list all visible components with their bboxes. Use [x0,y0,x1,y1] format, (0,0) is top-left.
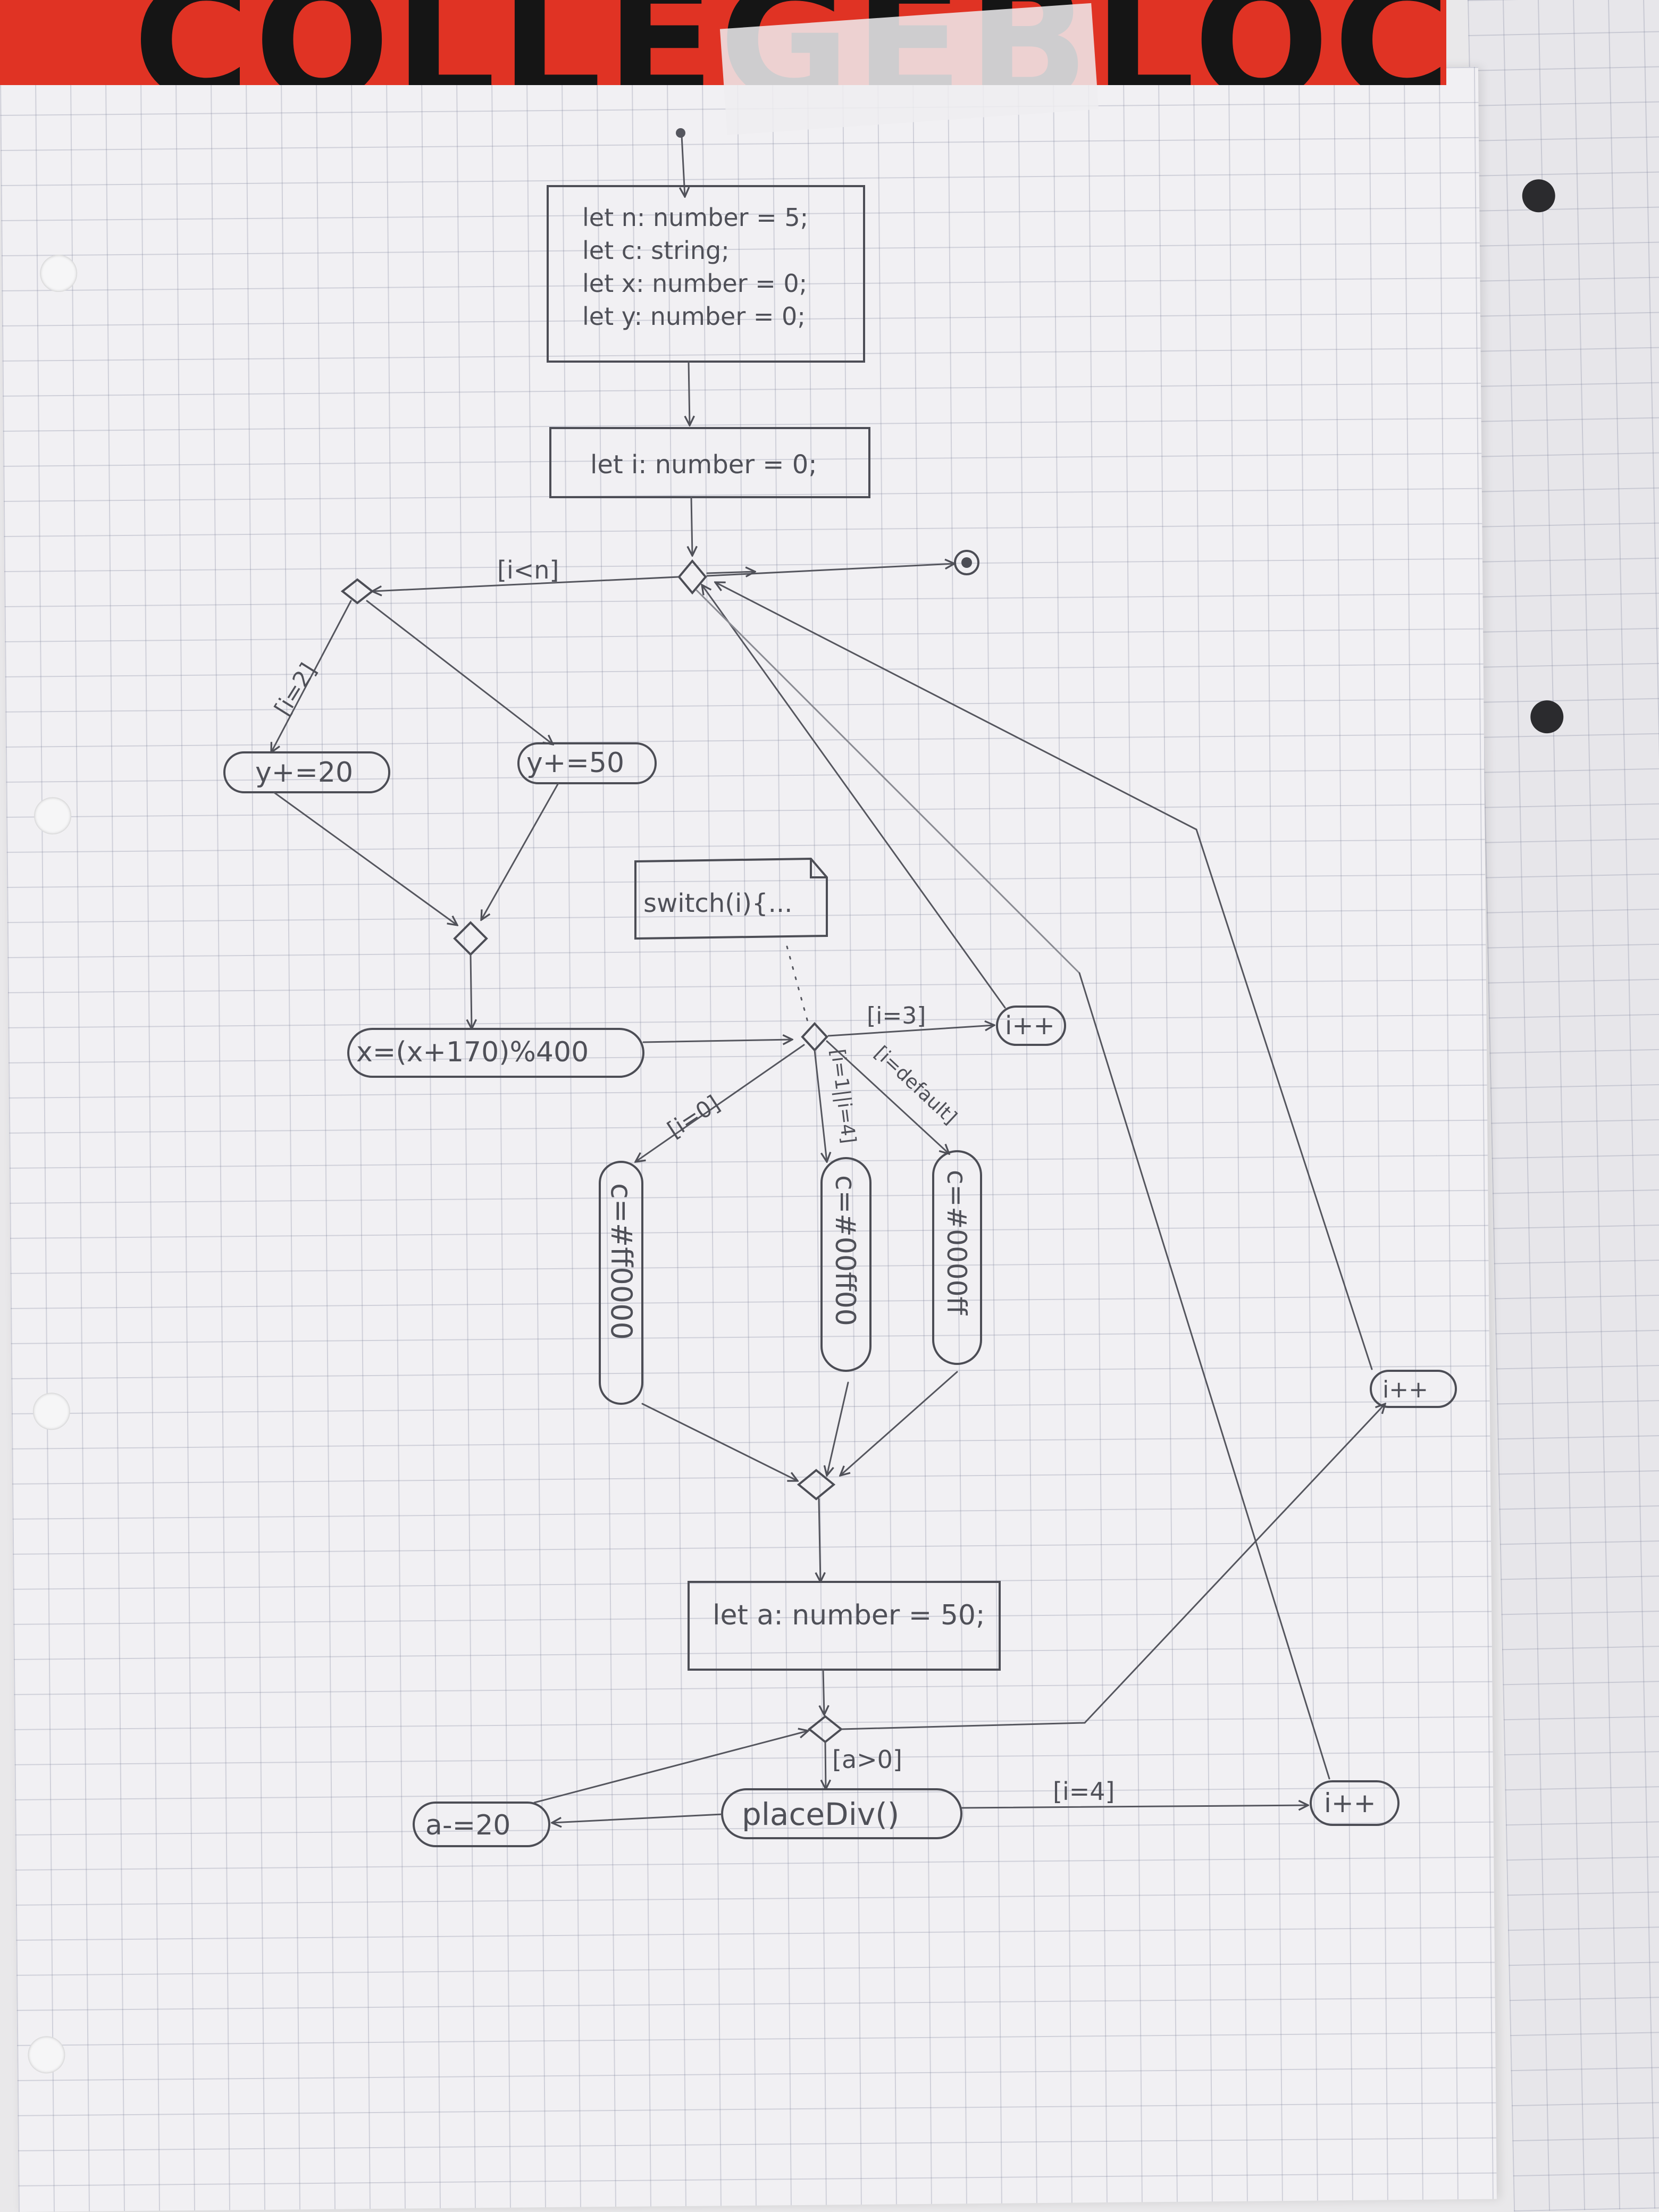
flow-edge [823,1670,824,1715]
flow-edge [819,1499,820,1582]
flow-edge [481,783,558,920]
guard-a-gt-0: [a>0] [832,1745,902,1774]
flow-edge [689,362,690,425]
guard-i-eq-3: [i=3] [867,1002,926,1029]
flow-edge [840,1372,957,1476]
guard-i-eq-0: [i=0] [663,1090,724,1143]
flow-edge [367,601,553,744]
switch-note-label: switch(i){... [643,889,792,918]
switch-decision-diamond [802,1024,827,1050]
c-red-label: c=#ff0000 [605,1183,638,1340]
a-minus-label: a-=20 [425,1809,510,1841]
back-edge [702,585,1005,1008]
loop-init-label: let i: number = 0; [590,450,817,480]
while-decision-diamond [809,1716,841,1742]
flow-edge [471,954,472,1029]
i-inc-label-2: i++ [1382,1376,1428,1403]
y-plus-20-label: y+=20 [255,757,353,789]
i-inc-label-3: i++ [1324,1788,1376,1819]
let-a-label: let a: number = 50; [713,1599,985,1631]
flow-edge [643,1040,792,1042]
switch-merge-diamond [799,1470,834,1499]
x-assign-label: x=(x+170)%400 [356,1036,589,1068]
guard-i-eq-1-or-4: [i=1||i=4] [826,1048,859,1145]
flow-edge [825,1742,826,1789]
flow-edge [552,1814,722,1823]
guard-i-default: [i=default] [870,1042,961,1129]
merge-diamond [455,923,487,954]
flow-edge [815,1050,827,1162]
back-edge [707,572,755,573]
flow-edge [1085,1404,1385,1723]
init-line-c: let c: string; [582,236,730,265]
init-line-n: let n: number = 5; [582,203,808,232]
flow-edge [841,1723,1085,1729]
c-blue-label: c=#0000ff [941,1170,972,1316]
i-inc-label-1: i++ [1005,1011,1055,1041]
back-edge [1079,973,1329,1779]
place-div-label: placeDiv() [742,1796,899,1832]
final-node-inner [961,557,972,568]
guard-i-eq-2: [i=2] [269,658,321,720]
c-green-label: c=#00ff00 [829,1175,861,1326]
back-edge [715,582,1196,830]
flow-edge [682,136,685,197]
flow-edge [274,792,457,925]
loop-decision-diamond [679,561,706,593]
back-edge [1196,830,1372,1369]
flow-edge [827,1382,848,1476]
guard-i-lt-n: [i<n] [497,556,559,584]
note-anchor [787,946,808,1024]
y-plus-50-label: y+=50 [526,747,624,779]
flow-edge [635,1045,804,1162]
flow-edge [642,1404,798,1481]
flow-edge-exit [707,564,954,576]
guard-i-eq-4: [i=4] [1053,1777,1115,1806]
flow-edge [961,1805,1308,1808]
flow-edge [534,1731,808,1803]
initial-node [676,128,685,138]
init-line-y: let y: number = 0; [582,302,806,331]
if-decision-diamond [342,580,372,603]
flow-edge [691,497,692,556]
init-line-x: let x: number = 0; [582,269,807,298]
